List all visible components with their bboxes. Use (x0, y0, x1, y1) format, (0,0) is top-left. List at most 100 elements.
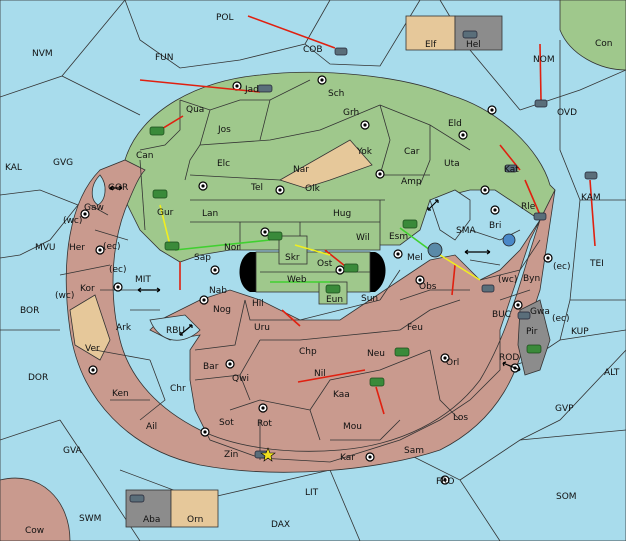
army-unit[interactable] (369, 377, 385, 387)
coast-tag: (ec) (109, 265, 127, 275)
region-label: Nog (213, 305, 231, 315)
region-label: Sun (361, 294, 378, 304)
region-label: Yok (356, 147, 373, 157)
region-ver[interactable] (69, 294, 111, 361)
army-unit[interactable] (394, 347, 410, 357)
region-label: Jos (217, 125, 231, 135)
region-label: Nil (314, 369, 326, 379)
fleet-unit[interactable] (504, 164, 518, 173)
region-label: TEI (589, 259, 604, 269)
region-label: ALT (604, 368, 620, 378)
fleet-unit[interactable] (533, 212, 547, 221)
region-label: Her (69, 243, 85, 253)
region-label: Los (453, 413, 468, 423)
region-label: POL (216, 13, 234, 23)
coast-tag: (ec) (552, 314, 570, 324)
fleet-unit[interactable] (534, 99, 548, 108)
region-label: Kor (80, 284, 95, 294)
supply-centers (80, 75, 553, 485)
region-label: Uta (444, 159, 460, 169)
region-label: Ost (317, 259, 333, 269)
region-label: ROD (499, 353, 519, 363)
region-label: NOM (533, 55, 555, 65)
fleet-unit[interactable] (462, 30, 478, 39)
army-unit[interactable] (152, 189, 168, 199)
region-label: Kat (504, 165, 519, 175)
region-label: Eun (326, 295, 343, 305)
region-label: Sap (194, 253, 211, 263)
fleet-unit[interactable] (129, 494, 145, 503)
region-label: Gaw (84, 203, 104, 213)
region-label: Web (287, 275, 307, 285)
region-label: Mou (343, 422, 362, 432)
region-label: Bri (489, 221, 501, 231)
region-label: KAL (5, 163, 22, 173)
fleet-unit[interactable] (517, 311, 531, 320)
army-unit[interactable] (149, 126, 165, 136)
coast-tag: (ec) (553, 262, 571, 272)
region-label: Hel (466, 40, 481, 50)
region-label: MIT (135, 275, 151, 285)
region-label: FUN (155, 53, 174, 63)
region-label: Zin (224, 450, 238, 460)
region-label: Nar (293, 165, 309, 175)
region-label: BUC (492, 310, 511, 320)
region-label: LIT (305, 488, 319, 498)
units (129, 30, 598, 503)
region-orn[interactable] (170, 489, 219, 528)
region-label: Olk (305, 184, 321, 194)
region-label: Sot (219, 418, 234, 428)
coast-tag: (ec) (103, 242, 121, 252)
army-unit[interactable] (164, 241, 180, 251)
region-label: Pir (526, 327, 538, 337)
south-landmass (65, 159, 556, 473)
army-unit[interactable] (343, 263, 359, 273)
region-label: Obs (419, 282, 437, 292)
region-label: Skr (285, 253, 300, 263)
region-label: KUP (571, 327, 589, 337)
region-nar[interactable] (279, 139, 373, 189)
region-label: Car (404, 147, 420, 157)
region-label: Hil (252, 299, 264, 309)
coast-tag: (wc) (63, 216, 82, 226)
region-label: Orl (446, 358, 459, 368)
army-unit[interactable] (267, 231, 283, 241)
fleet-unit[interactable] (584, 171, 598, 180)
region-label: Can (136, 151, 154, 161)
region-label: Chr (170, 384, 186, 394)
region-label: GVA (63, 446, 83, 456)
region-label: Eld (448, 119, 462, 129)
fleet-unit[interactable] (257, 84, 273, 93)
region-label: Byn (523, 274, 540, 284)
region-label: Aba (143, 515, 160, 525)
fleet-unit[interactable] (481, 284, 495, 293)
star-icon (260, 447, 276, 462)
region-label: KAM (581, 193, 601, 203)
fleet-unit[interactable] (334, 47, 348, 56)
region-label: Con (595, 39, 613, 49)
region-label: Qwi (232, 374, 249, 384)
region-label: Gur (157, 208, 174, 218)
globe-token-icon[interactable] (427, 242, 443, 258)
region-label: MVU (35, 243, 56, 253)
region-label: Hug (333, 209, 351, 219)
region-label: Nor (224, 243, 240, 253)
region-label: Cow (25, 526, 44, 536)
region-label: Wil (356, 233, 370, 243)
region-label: Kaa (333, 390, 350, 400)
region-label: SMA (456, 226, 476, 236)
army-unit[interactable] (325, 284, 341, 294)
region-label: COB (303, 45, 323, 55)
region-label: Chp (299, 347, 317, 357)
region-label: Sch (328, 89, 344, 99)
army-unit[interactable] (526, 344, 542, 354)
region-label: Lan (202, 209, 218, 219)
region-label: Feu (407, 323, 423, 333)
globe-token-icon[interactable] (502, 233, 516, 247)
region-label: Rle (521, 202, 536, 212)
region-skr[interactable] (278, 235, 308, 265)
coast-tag: (wc) (498, 275, 517, 285)
region-label: Orn (187, 515, 203, 525)
province-borders (59, 79, 541, 460)
army-unit[interactable] (402, 219, 418, 229)
